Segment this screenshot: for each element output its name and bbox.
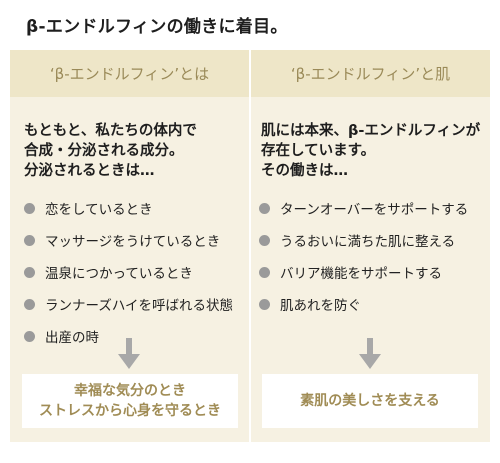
list-item-label: 温泉につかっているとき [45, 266, 193, 282]
left-column-header: ‘β-エンドルフィン’とは [10, 50, 249, 97]
list-item-label: 肌あれを防ぐ [280, 298, 361, 314]
list-item-label: バリア機能をサポートする [280, 266, 442, 282]
bullet-dot-icon [24, 298, 35, 310]
right-intro-text: 肌には本来、β-エンドルフィンが 存在しています。 その働きは… [261, 121, 491, 181]
list-item: ターンオーバーをサポートする [259, 192, 468, 224]
left-intro-text: もともと、私たちの体内で 合成・分泌される成分。 分泌されるときは… [24, 121, 254, 181]
right-result-box: 素肌の美しさを支える [262, 374, 478, 428]
left-result-box: 幸福な気分のとき ストレスから心身を守るとき [22, 374, 238, 428]
bullet-dot-icon [259, 202, 270, 214]
list-item-label: 恋をしているとき [45, 202, 153, 218]
bullet-dot-icon [24, 202, 35, 214]
list-item: 恋をしているとき [24, 192, 233, 224]
list-item-label: ターンオーバーをサポートする [280, 202, 469, 218]
bullet-dot-icon [259, 234, 270, 246]
left-intro-line: 分泌されるときは… [24, 163, 155, 179]
list-item: 肌あれを防ぐ [259, 288, 468, 320]
left-intro-line: 合成・分泌される成分。 [24, 143, 184, 159]
right-effect-list: ターンオーバーをサポートする うるおいに満ちた肌に整える バリア機能をサポートす… [259, 192, 468, 320]
column-divider [249, 50, 251, 442]
left-result-line: ストレスから心身を守るとき [39, 403, 221, 419]
left-situation-list: 恋をしているとき マッサージをうけているとき 温泉につかっているとき ランナーズ… [24, 192, 233, 352]
right-intro-line: 肌には本来、β-エンドルフィンが [261, 123, 481, 139]
bullet-dot-icon [259, 298, 270, 310]
bullet-dot-icon [259, 266, 270, 278]
list-item: 出産の時 [24, 320, 233, 352]
list-item: バリア機能をサポートする [259, 256, 468, 288]
left-result-line: 幸福な気分のとき [74, 383, 186, 399]
list-item: うるおいに満ちた肌に整える [259, 224, 468, 256]
arrow-down-icon [359, 338, 381, 369]
bullet-dot-icon [24, 330, 35, 342]
list-item: ランナーズハイを呼ばれる状態 [24, 288, 233, 320]
right-intro-line: 存在しています。 [261, 143, 376, 159]
page-title: β-エンドルフィンの働きに着目。 [26, 17, 288, 37]
list-item: 温泉につかっているとき [24, 256, 233, 288]
list-item-label: ランナーズハイを呼ばれる状態 [45, 298, 234, 314]
list-item-label: 出産の時 [45, 330, 99, 346]
left-intro-line: もともと、私たちの体内で [24, 123, 197, 139]
arrow-down-icon [118, 338, 140, 369]
list-item: マッサージをうけているとき [24, 224, 233, 256]
list-item-label: うるおいに満ちた肌に整える [280, 234, 456, 250]
list-item-label: マッサージをうけているとき [45, 234, 221, 250]
bullet-dot-icon [24, 234, 35, 246]
right-result-line: 素肌の美しさを支える [300, 393, 440, 409]
right-column-header: ‘β-エンドルフィン’と肌 [251, 50, 490, 97]
bullet-dot-icon [24, 266, 35, 278]
right-intro-line: その働きは… [261, 163, 348, 179]
